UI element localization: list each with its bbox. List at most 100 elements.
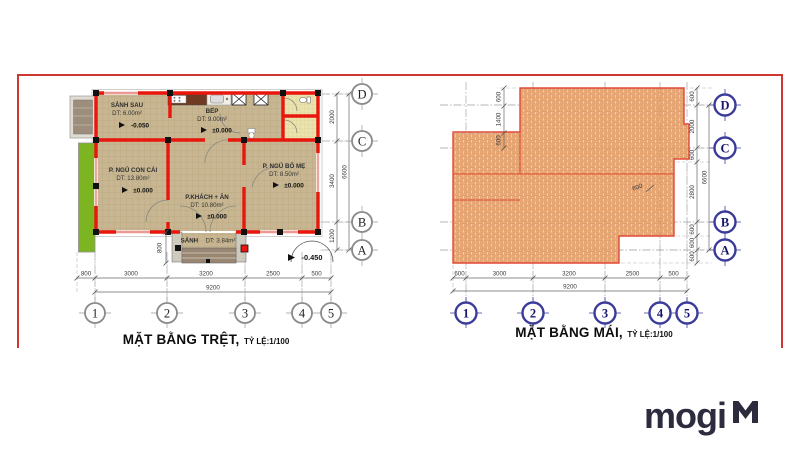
level-flag-icon xyxy=(122,187,128,193)
grid-bubble-label: C xyxy=(720,142,729,156)
room-area: DT: 8.50m² xyxy=(269,171,299,178)
door-arcs xyxy=(145,97,298,233)
ground-plan-scale-label: TỶ LỆ:1/100 xyxy=(243,337,290,346)
room-area: DT: 6.00m² xyxy=(112,110,142,117)
grid-bubble-label: C xyxy=(358,135,366,149)
level-flag-icon xyxy=(196,213,202,219)
dim-label: 600 xyxy=(496,91,503,102)
dim-label: 3000 xyxy=(124,271,138,278)
grid-bubble-label: D xyxy=(720,99,729,113)
grid-bubble-label: 2 xyxy=(164,307,170,321)
outdoor-level-value: -0.450 xyxy=(302,253,323,262)
grid-bubble-label: 3 xyxy=(242,307,248,321)
dim-label: 800 xyxy=(81,271,92,278)
stove-icon xyxy=(170,95,187,104)
level-flag-icon xyxy=(288,254,295,261)
dim-label: 500 xyxy=(668,271,679,278)
dim-total-label: 9200 xyxy=(206,285,220,292)
dimension-lines xyxy=(77,93,350,293)
level-flag-icon xyxy=(119,122,125,128)
room-name: BẾP xyxy=(206,108,219,115)
dim-label: 600 xyxy=(689,149,696,160)
dim-label: 2000 xyxy=(329,110,336,124)
planter-strip xyxy=(78,142,96,253)
dim-label: 1200 xyxy=(329,229,336,243)
dim-total-label: 6600 xyxy=(342,165,349,179)
grid-bubble-label: 4 xyxy=(299,307,306,321)
grid-bubble-label: A xyxy=(720,244,729,258)
grid-bubble-label: B xyxy=(721,216,729,230)
grid-bubbles-bottom: 1 2 3 4 5 xyxy=(450,297,703,328)
grid-bubbles-right: D C B A xyxy=(709,89,741,266)
porch-label: SẢNH DT: 3.84m² xyxy=(181,230,236,247)
dimension-lines xyxy=(453,88,710,292)
room-area: DT: 10.80m² xyxy=(190,202,223,209)
columns xyxy=(93,90,321,251)
dim-label: 1400 xyxy=(496,112,503,126)
toilet-icon-2 xyxy=(247,128,256,139)
extension-lines xyxy=(76,93,352,294)
roof-plan-title: MẶT BẰNG MÁI, TỶ LỆ:1/100 xyxy=(428,324,760,342)
dim-total-label: 9200 xyxy=(563,284,577,291)
room-name: P. NGỦ BỐ MẸ xyxy=(263,163,306,170)
room-labels: SẢNH SAU DT: 6.00m² -0.050 BẾP DT: 9.00m… xyxy=(109,102,306,247)
grid-bubble-label: D xyxy=(357,88,366,102)
level-flag-icon xyxy=(273,182,279,188)
room-area: DT: 13.80m² xyxy=(116,175,149,182)
roof-plan: 600 3000 3200 2500 500 9200 600 2000 600… xyxy=(440,82,741,328)
grid-bubble-label: 5 xyxy=(328,307,334,321)
roof-outline xyxy=(452,87,690,264)
dim-label: 2000 xyxy=(689,119,696,133)
red-border-frame xyxy=(17,74,783,348)
kitchen-counter xyxy=(167,92,232,106)
dim-label: 600 xyxy=(689,224,696,235)
dim-label: 2800 xyxy=(689,185,696,199)
grid-bubble-label: 1 xyxy=(463,307,469,321)
dim-label: 3400 xyxy=(329,174,336,188)
floor-area xyxy=(97,94,317,231)
dim-label: 800 xyxy=(157,242,164,253)
mogi-logo-text: mogi xyxy=(644,395,727,436)
room-level: -0.050 xyxy=(131,123,150,130)
mogi-m-icon xyxy=(733,401,758,423)
dim-label: 3200 xyxy=(199,271,213,278)
room-level: ±0.000 xyxy=(212,128,232,135)
dimension-ticks xyxy=(450,85,712,294)
level-flag-icon xyxy=(201,127,207,133)
mogi-logo: mogi xyxy=(644,398,758,434)
room-level: ±0.000 xyxy=(207,214,227,221)
grid-bubble-label: B xyxy=(358,216,366,230)
dim-label: 600 xyxy=(689,237,696,248)
sink-icon xyxy=(210,94,224,104)
room-name: SẢNH SAU xyxy=(111,102,144,109)
ground-floor-plan: 800 3000 3200 2500 500 9200 2000 3400 12… xyxy=(69,78,378,328)
roof-plan-title-text: MẶT BẰNG MÁI, xyxy=(515,325,623,340)
roof-plan-scale-label: TỶ LỆ:1/100 xyxy=(627,330,673,339)
dim-label: 600 xyxy=(689,251,696,262)
room-area: DT: 9.00m² xyxy=(197,116,227,123)
dim-label: 600 xyxy=(454,271,465,278)
ground-plan-title: MẶT BẰNG TRỆT, TỶ LỆ:1/100 xyxy=(30,331,382,349)
ground-plan-title-text: MẶT BẰNG TRỆT, xyxy=(122,332,240,347)
dim-label: 3000 xyxy=(493,271,507,278)
dim-total-label: 6600 xyxy=(702,170,709,184)
dim-label: 600 xyxy=(689,91,696,102)
dim-label: 600 xyxy=(496,135,503,146)
skylight-windows xyxy=(231,92,269,106)
toilet-icon xyxy=(299,96,311,104)
back-entry-steps xyxy=(69,95,97,139)
room-level: ±0.000 xyxy=(133,188,153,195)
outdoor-level-marker: -0.450 xyxy=(288,240,334,263)
dim-label: 3200 xyxy=(562,271,576,278)
dim-label: 2500 xyxy=(626,271,640,278)
eave-offset-label: 600 xyxy=(631,182,644,192)
porch-column xyxy=(240,244,249,253)
grid-bubble-label: 1 xyxy=(92,307,98,321)
dim-label: 500 xyxy=(311,271,322,278)
grid-bubble-label: 4 xyxy=(657,307,664,321)
grid-bubble-label: 3 xyxy=(602,307,608,321)
grid-bubble-label: A xyxy=(357,244,366,258)
dim-label: 2500 xyxy=(266,271,280,278)
room-level: ±0.000 xyxy=(284,183,304,190)
